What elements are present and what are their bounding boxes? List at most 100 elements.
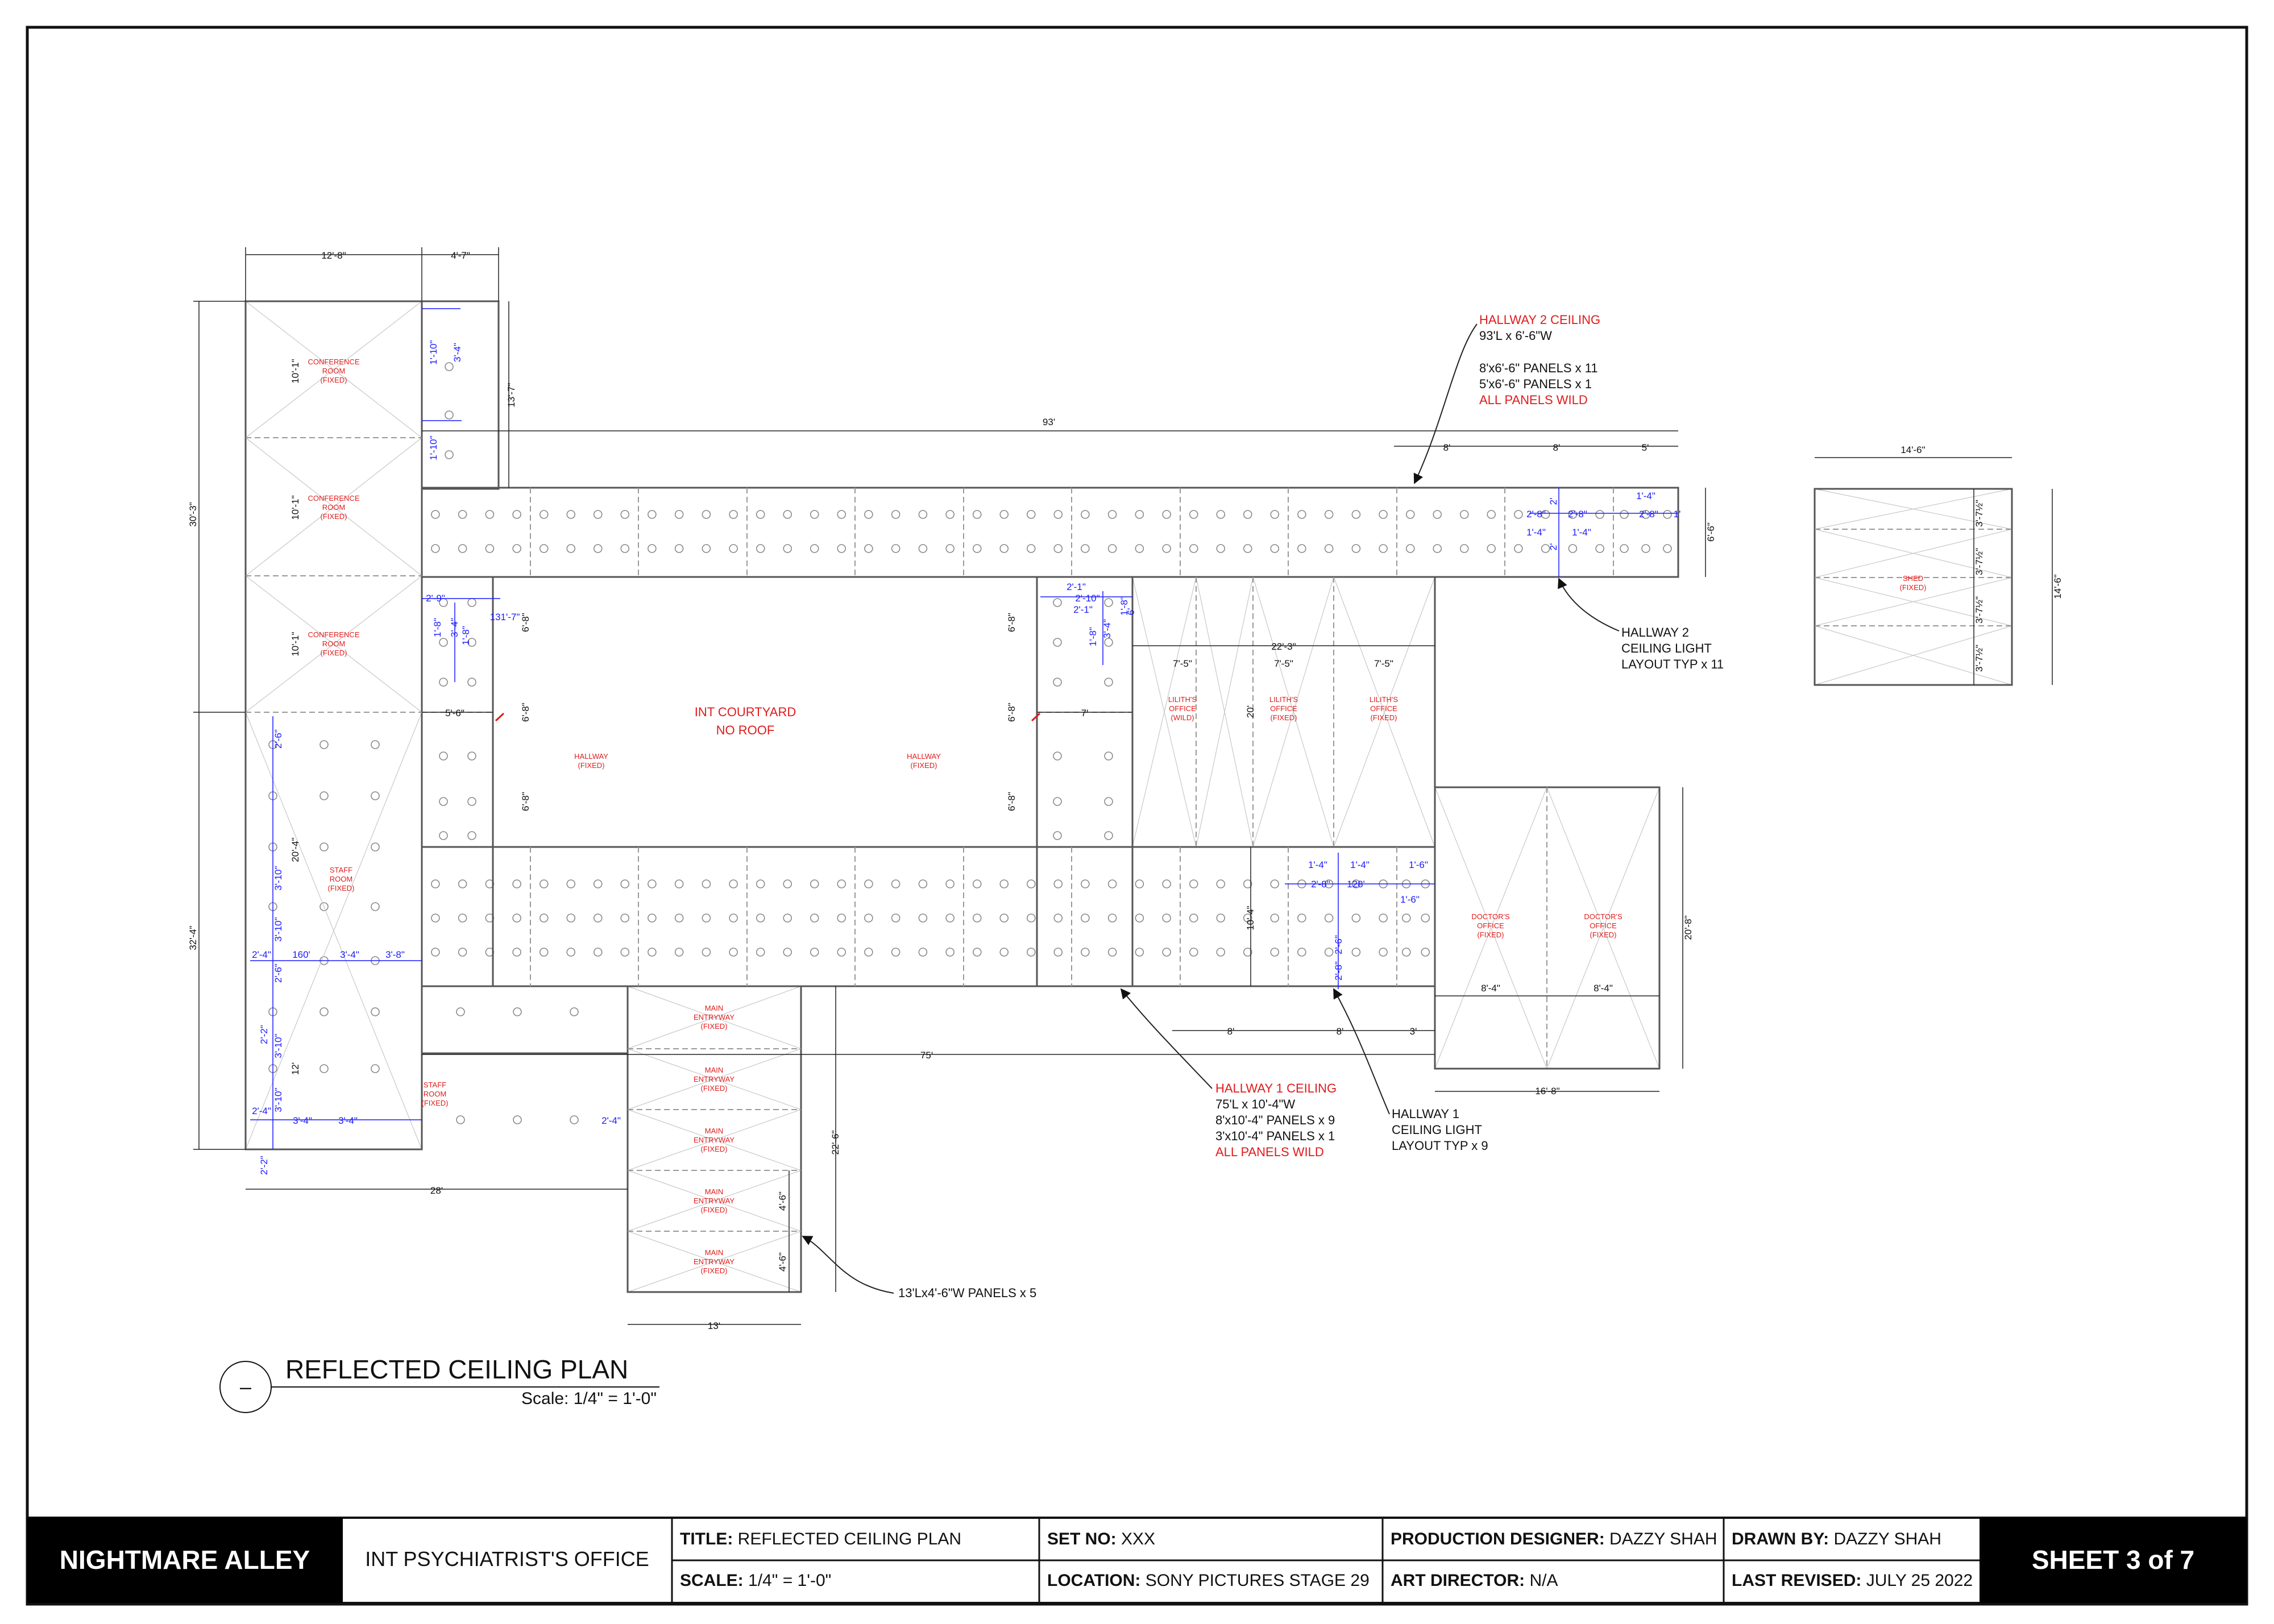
bdim-2-1-a: 2'-1" <box>1067 582 1086 592</box>
tb-production: NIGHTMARE ALLEY <box>60 1545 310 1575</box>
tb-sheet: SHEET 3 of 7 <box>2032 1545 2194 1575</box>
dim-10-1-a: 10'-1" <box>290 359 301 383</box>
dim-20-4: 20'-4" <box>290 837 301 862</box>
bdim-1-4-e: 1'-4" <box>1350 859 1370 870</box>
bdim-3-4-b: 3'-4" <box>449 618 460 637</box>
note-h1-wild: ALL PANELS WILD <box>1215 1145 1324 1159</box>
note-h2-wild: ALL PANELS WILD <box>1479 393 1588 407</box>
plan-marker: – <box>240 1375 251 1398</box>
svg-text:LOCATION: SONY PICTURES STAGE: LOCATION: SONY PICTURES STAGE 29 <box>1047 1571 1370 1590</box>
dim-6-8-b: 6'-8" <box>520 703 531 722</box>
bdim-3-4-e: 3'-4" <box>293 1115 312 1126</box>
note-h1-l2: 8'x10'-4" PANELS x 9 <box>1215 1113 1335 1127</box>
bdim-3-4-c: 3'-4" <box>1102 619 1113 638</box>
dim-6-8-d: 6'-8" <box>1006 613 1017 632</box>
bdim-3-10-c: 3'-10" <box>273 1033 284 1058</box>
dim-8-b: 8' <box>1553 442 1561 453</box>
note-h2-light-l3: LAYOUT TYP x 11 <box>1621 657 1724 671</box>
dim-32-4: 32'-4" <box>188 925 198 950</box>
plan-scale: Scale: 1/4" = 1'-0" <box>521 1389 657 1408</box>
courtyard-label-1: INT COURTYARD <box>695 705 796 719</box>
dim-30-3: 30'-3" <box>188 502 198 526</box>
dim-10-4: 10'-4" <box>1245 906 1256 930</box>
dim-4-7: 4'-7" <box>451 250 470 261</box>
dim-22-6: 22'-6" <box>830 1130 841 1154</box>
bdim-3-8: 3'-8" <box>385 949 405 960</box>
dim-shed-b: 3'-7½" <box>1974 548 1985 575</box>
tb-pd-label: PRODUCTION DESIGNER: <box>1391 1530 1605 1548</box>
bdim-131-7: 131'-7" <box>490 612 520 622</box>
bdim-1: 1' <box>1674 509 1681 520</box>
note-h2-light-l2: CEILING LIGHT <box>1621 641 1712 655</box>
bdim-2-4-b: 2'-4" <box>252 1106 271 1116</box>
bdim-2-6-b: 2'-6" <box>273 729 284 749</box>
dim-20-8: 20'-8" <box>1683 915 1694 940</box>
title-block: NIGHTMARE ALLEY INT PSYCHIATRIST'S OFFIC… <box>26 1517 2248 1604</box>
blue-dimension-lines <box>250 308 1678 1149</box>
dim-8-4-b: 8'-4" <box>1594 983 1613 994</box>
bdim-1-6-b: 1'-6" <box>1400 894 1420 905</box>
note-h2-l1: 93'L x 6'-6"W <box>1479 329 1552 343</box>
tb-revised-label: LAST REVISED: <box>1732 1571 1861 1590</box>
bdim-1-8-b: 1'-8" <box>460 626 471 645</box>
dim-13: 13' <box>708 1320 720 1331</box>
dim-8-a: 8' <box>1443 442 1451 453</box>
bdim-2-4-a: 2'-4" <box>252 949 271 960</box>
bdim-2-8-b: 2'-8" <box>1568 509 1587 520</box>
bdim-2-4-c: 2'-4" <box>601 1115 621 1126</box>
bdim-1-8-a: 1'-8" <box>432 618 443 637</box>
bdim-160: 160' <box>292 949 310 960</box>
bdim-2-8-c: 2'-8" <box>1639 509 1658 520</box>
dim-5-6: 5'-6" <box>445 708 464 718</box>
dim-8-d: 8' <box>1337 1026 1344 1037</box>
dim-7-5-a: 7'-5" <box>1173 658 1192 669</box>
svg-text:SET NO: XXX: SET NO: XXX <box>1047 1530 1155 1548</box>
dim-4-6-a: 4'-6" <box>777 1191 788 1211</box>
room-shed: SHED(FIXED) <box>1900 574 1927 592</box>
tb-ad-label: ART DIRECTOR: <box>1391 1571 1525 1590</box>
dim-7-5-c: 7'-5" <box>1374 658 1393 669</box>
panel-diagonals <box>245 301 2012 1293</box>
dimension-lines <box>193 247 2053 1325</box>
bdim-128: 128' <box>1347 879 1365 890</box>
dimension-texts: 12'-8" 4'-7" 30'-3" 32'-4" 13'-7" 93' 8'… <box>188 250 2063 1331</box>
bdim-2-8-d: 2'-8" <box>1311 879 1330 890</box>
dim-6-8-f: 6'-8" <box>1006 792 1017 811</box>
tb-setno-value: XXX <box>1121 1530 1155 1548</box>
bdim-3-10-a: 3'-10" <box>273 866 284 890</box>
courtyard-label-2: NO ROOF <box>716 723 775 737</box>
ceiling-light-fixtures <box>268 362 1672 1124</box>
dim-16-8: 16'-8" <box>1535 1086 1559 1096</box>
tb-revised-value: JULY 25 2022 <box>1866 1571 1973 1590</box>
bdim-1-4-d: 1'-4" <box>1308 859 1327 870</box>
dim-6-8-c: 6'-8" <box>520 792 531 811</box>
dim-22-3: 22'-3" <box>1271 641 1296 652</box>
tb-setno-label: SET NO: <box>1047 1530 1117 1548</box>
bdim-1-10-b: 1'-10" <box>428 435 439 460</box>
bdim-3-4-a: 3'-4" <box>452 343 463 362</box>
bdim-3-10-b: 3'-10" <box>273 917 284 941</box>
bdim-1-10-a: 1'-10" <box>428 340 439 364</box>
dim-12: 12' <box>290 1062 301 1075</box>
tb-set-name: INT PSYCHIATRIST'S OFFICE <box>365 1547 649 1571</box>
bdim-6: 6' <box>1126 608 1136 616</box>
note-h1-title: HALLWAY 1 CEILING <box>1215 1081 1337 1095</box>
dim-7-5-b: 7'-5" <box>1274 658 1293 669</box>
tb-pd-value: DAZZY SHAH <box>1609 1530 1717 1548</box>
tb-drawn-value: DAZZY SHAH <box>1833 1530 1941 1548</box>
dim-4-6-b: 4'-6" <box>777 1252 788 1272</box>
bdim-1-8-d: 1'-8" <box>1119 596 1130 616</box>
dim-12-8: 12'-8" <box>321 250 346 261</box>
bdim-2-8-e: 2'-8" <box>1333 961 1344 981</box>
